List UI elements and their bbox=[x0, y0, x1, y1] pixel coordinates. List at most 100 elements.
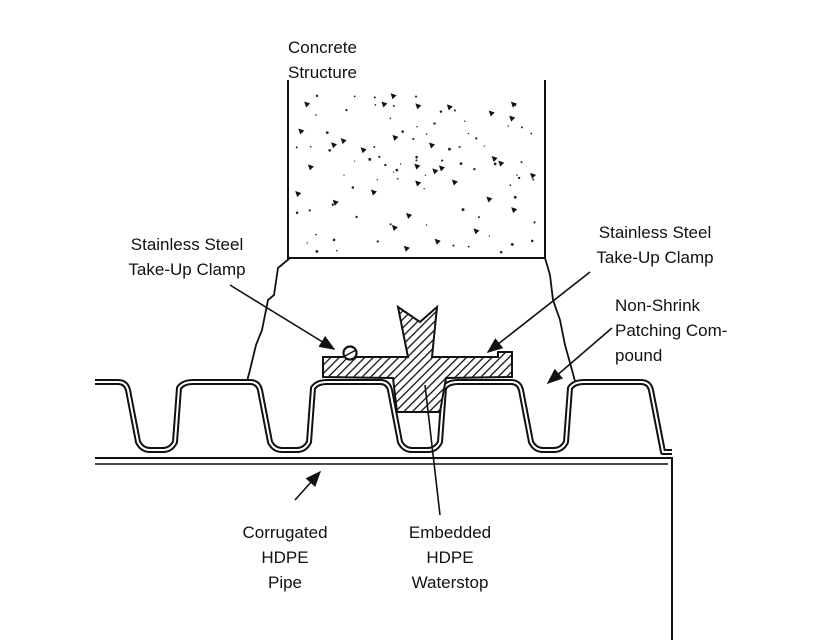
aggregate-dot bbox=[331, 142, 338, 149]
aggregate-dot bbox=[412, 137, 415, 141]
aggregate-dot bbox=[345, 108, 348, 112]
aggregate-dot bbox=[392, 134, 399, 141]
aggregate-dot bbox=[491, 155, 498, 162]
aggregate-dot bbox=[354, 160, 356, 162]
aggregate-dot bbox=[304, 101, 311, 108]
aggregate-dot bbox=[459, 162, 463, 166]
aggregate-dot bbox=[395, 168, 399, 172]
corrugated-pipe bbox=[95, 379, 673, 640]
aggregate-dot bbox=[415, 155, 418, 159]
aggregate-dot bbox=[406, 212, 413, 219]
aggregate-dot bbox=[511, 207, 518, 214]
aggregate-dot bbox=[360, 147, 367, 154]
aggregate-dot bbox=[415, 159, 418, 162]
aggregate-dot bbox=[458, 145, 461, 148]
patching-compound-outline bbox=[245, 257, 291, 386]
clamp-right-arrow bbox=[486, 271, 591, 353]
aggregate-dot bbox=[488, 110, 495, 117]
aggregate-dot bbox=[332, 238, 336, 242]
aggregate-dot bbox=[509, 184, 512, 187]
hdpe-waterstop bbox=[322, 304, 513, 413]
aggregate-dot bbox=[513, 195, 517, 199]
aggregate-dot bbox=[415, 180, 422, 187]
aggregate-dot bbox=[441, 159, 444, 162]
aggregate-dot bbox=[452, 244, 455, 247]
aggregate-dot bbox=[389, 223, 392, 226]
aggregate-dot bbox=[438, 165, 445, 172]
aggregate-dot bbox=[483, 145, 486, 147]
patching-compound-outline-right bbox=[544, 257, 577, 386]
aggregate-dot bbox=[453, 109, 456, 112]
aggregate-dot bbox=[414, 163, 421, 170]
aggregate-dot bbox=[451, 179, 458, 186]
aggregate-dot bbox=[473, 168, 476, 171]
aggregate-dot bbox=[477, 216, 480, 219]
aggregate-dot bbox=[328, 149, 331, 152]
aggregate-dot bbox=[467, 132, 470, 135]
aggregate-dot bbox=[370, 189, 377, 196]
aggregate-dot bbox=[423, 187, 425, 190]
aggregate-dot bbox=[315, 114, 317, 116]
aggregate-dot bbox=[493, 162, 497, 166]
aggregate-dot bbox=[315, 250, 319, 253]
aggregate-dot bbox=[434, 238, 441, 245]
aggregate-dot bbox=[516, 174, 518, 176]
aggregate-dot bbox=[392, 105, 395, 107]
aggregate-dot bbox=[353, 95, 356, 98]
aggregate-dot bbox=[446, 104, 453, 111]
aggregate-dots bbox=[295, 93, 537, 254]
aggregate-dot bbox=[355, 215, 358, 219]
clamp-left-arrow bbox=[229, 284, 336, 350]
aggregate-dot bbox=[415, 103, 422, 110]
aggregate-dot bbox=[298, 128, 305, 135]
aggregate-dot bbox=[401, 130, 404, 133]
aggregate-dot bbox=[510, 101, 517, 108]
aggregate-dot bbox=[520, 161, 523, 164]
patching-arrow bbox=[546, 327, 613, 385]
waterstop-leader bbox=[424, 384, 441, 516]
aggregate-dot bbox=[315, 94, 319, 98]
aggregate-dot bbox=[376, 179, 378, 181]
aggregate-dot bbox=[498, 160, 505, 167]
aggregate-dot bbox=[378, 155, 381, 158]
aggregate-dot bbox=[533, 221, 536, 224]
aggregate-dot bbox=[416, 126, 418, 128]
aggregate-dot bbox=[343, 174, 345, 176]
aggregate-dot bbox=[414, 95, 418, 98]
aggregate-dot bbox=[432, 168, 439, 175]
aggregate-dot bbox=[332, 199, 339, 206]
aggregate-dot bbox=[530, 132, 533, 135]
aggregate-dot bbox=[514, 104, 517, 107]
aggregate-dot bbox=[509, 115, 516, 122]
aggregate-dot bbox=[309, 145, 312, 148]
concrete-structure bbox=[287, 80, 546, 259]
aggregate-dot bbox=[307, 164, 314, 171]
aggregate-dot bbox=[340, 138, 347, 145]
aggregate-dot bbox=[308, 209, 311, 212]
aggregate-dot bbox=[530, 239, 534, 243]
aggregate-dot bbox=[295, 190, 302, 197]
aggregate-dot bbox=[425, 224, 428, 226]
aggregate-dot bbox=[424, 174, 427, 176]
aggregate-dot bbox=[373, 96, 376, 99]
aggregate-dot bbox=[295, 211, 299, 215]
aggregate-dot bbox=[335, 249, 338, 252]
aggregate-dot bbox=[429, 142, 436, 149]
aggregate-dot bbox=[517, 176, 521, 180]
aggregate-dot bbox=[532, 178, 535, 181]
aggregate-dot bbox=[448, 147, 451, 151]
aggregate-dot bbox=[488, 235, 490, 237]
aggregate-dot bbox=[392, 171, 395, 173]
aggregate-dot bbox=[425, 133, 428, 135]
aggregate-dot bbox=[368, 157, 372, 161]
aggregate-dot bbox=[315, 233, 317, 236]
aggregate-dot bbox=[461, 208, 465, 212]
aggregate-dot bbox=[400, 163, 402, 165]
aggregate-dot bbox=[464, 120, 466, 122]
aggregate-dot bbox=[475, 137, 478, 140]
aggregate-dot bbox=[331, 203, 335, 206]
aggregate-dot bbox=[374, 103, 377, 106]
